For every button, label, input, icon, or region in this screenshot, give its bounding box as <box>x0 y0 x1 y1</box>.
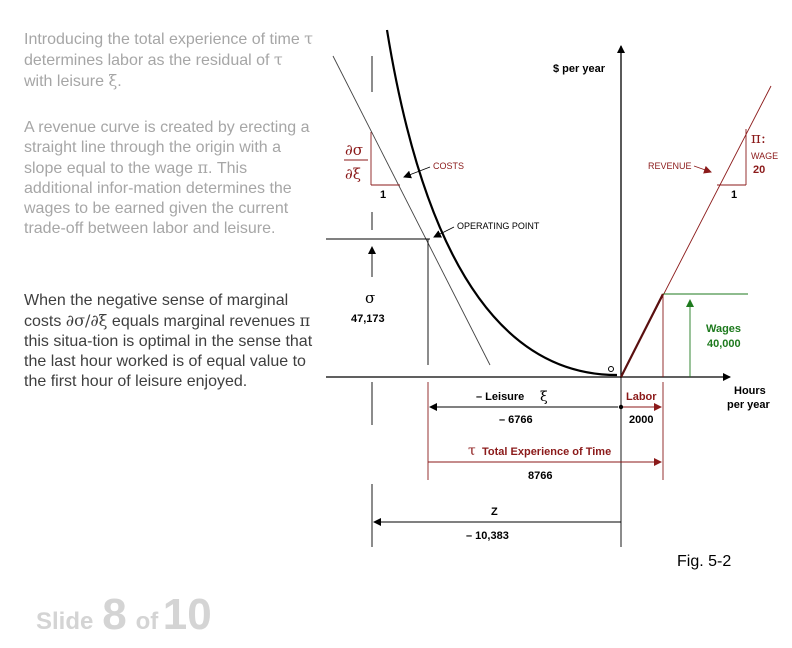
leisure-value: – 6766 <box>499 414 533 426</box>
d-sigma-label: ∂σ <box>345 141 363 159</box>
total-value: 8766 <box>528 470 552 482</box>
pi-label: π: <box>751 129 766 147</box>
slide-of-word: of <box>135 608 159 635</box>
total-experience-label: Total Experience of Time <box>482 446 611 458</box>
z-value: – 10,383 <box>466 530 509 542</box>
leisure-dot <box>618 404 624 410</box>
labor-label: Labor <box>626 391 657 403</box>
revenue-paragraph: A revenue curve is created by erecting a… <box>24 119 310 237</box>
one-right-label: 1 <box>731 189 737 201</box>
slide-total: 10 <box>162 590 212 639</box>
operating-point-label: OPERATING POINT <box>457 221 540 231</box>
costs-label: COSTS <box>433 161 464 171</box>
origin-marker <box>608 366 614 372</box>
optimality-paragraph: When the negative sense of marginal cost… <box>24 292 313 390</box>
xi-symbol: ξ <box>540 389 548 405</box>
wage-word-label: WAGE <box>751 151 778 161</box>
cost-curve <box>385 29 618 377</box>
costs-arrow <box>403 166 431 179</box>
wage-value-label: 20 <box>753 164 765 176</box>
revenue-arrow <box>693 165 712 174</box>
slide-word: Slide <box>36 608 94 635</box>
operating-point-arrow <box>433 226 455 238</box>
slide-current: 8 <box>102 590 127 639</box>
figure-label: Fig. 5-2 <box>677 553 731 570</box>
d-xi-label: ∂ξ <box>345 165 361 183</box>
tau-symbol: τ <box>468 443 476 459</box>
sigma-symbol: σ <box>365 289 375 307</box>
y-axis-label: $ per year <box>553 63 606 75</box>
wages-label: Wages <box>706 323 741 335</box>
slide-counter: Slide 8 of 10 <box>36 590 212 640</box>
wages-value: 40,000 <box>707 338 741 350</box>
one-left-label: 1 <box>380 189 386 201</box>
tangent-line <box>332 55 491 366</box>
z-label: Z <box>491 506 498 518</box>
revenue-label: REVENUE <box>648 161 692 171</box>
x-axis-label-hours: Hours <box>734 385 766 397</box>
intro-paragraph: Introducing the total experience of time… <box>24 29 314 90</box>
leisure-label: – Leisure <box>476 391 524 403</box>
labor-value: 2000 <box>629 414 653 426</box>
x-axis-label-per-year: per year <box>727 399 771 411</box>
wage-segment <box>620 293 664 378</box>
sigma-value: 47,173 <box>351 313 385 325</box>
